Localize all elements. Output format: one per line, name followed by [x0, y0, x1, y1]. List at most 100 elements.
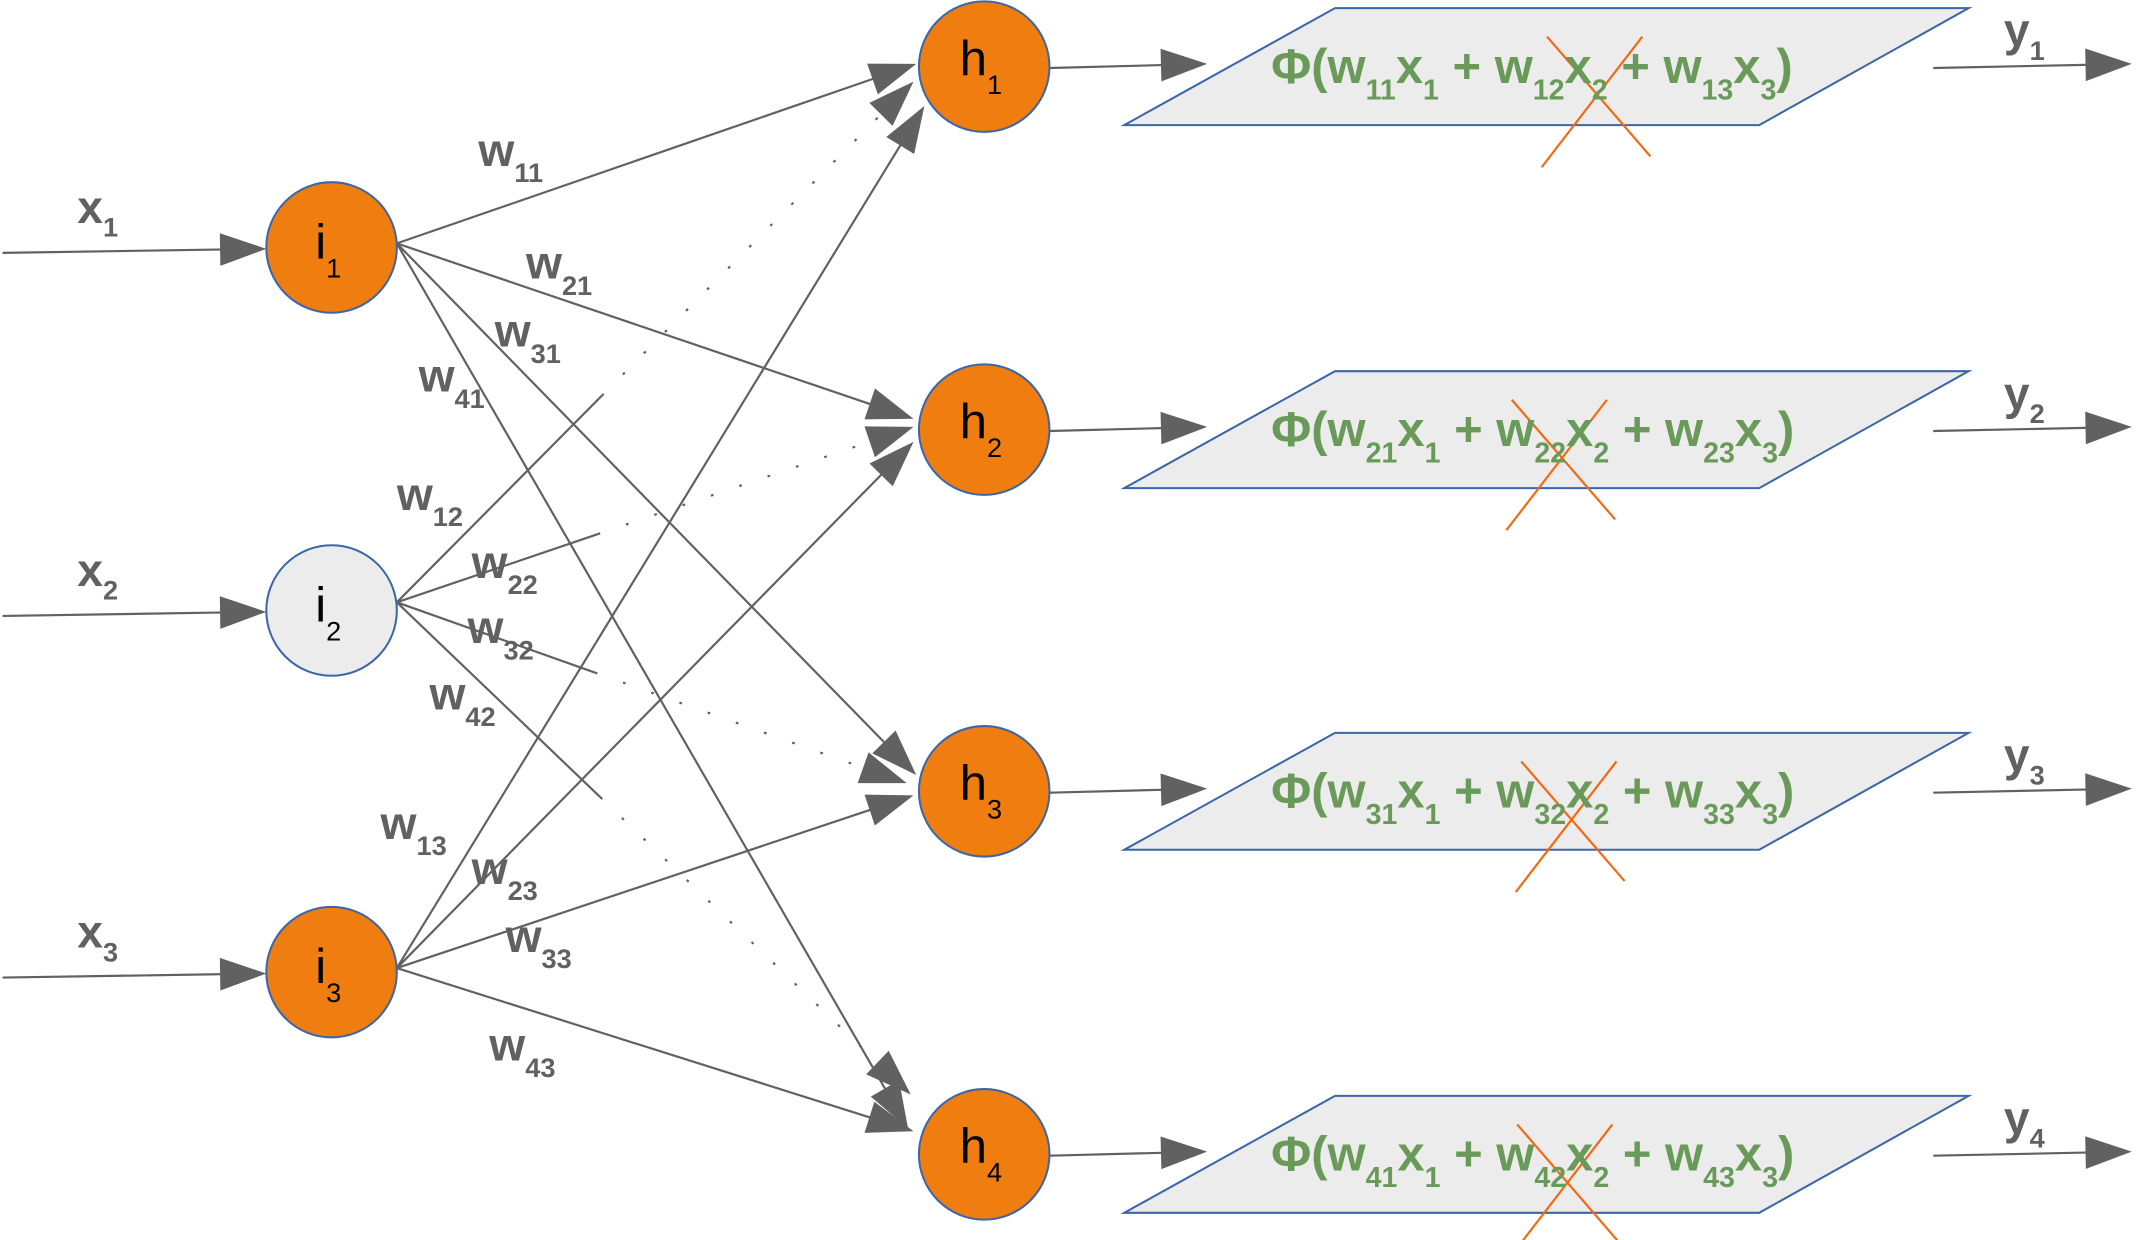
formula-s3: 12: [1533, 74, 1565, 106]
hidden-node: [917, 1088, 1051, 1221]
formula-plus1: +: [1441, 765, 1497, 819]
formula-close: ): [1778, 765, 1794, 819]
weight-label-w41-main: w: [418, 350, 456, 402]
weight-label-w31-main: w: [494, 305, 532, 357]
weight-edge-w13: [395, 140, 905, 969]
weight-label-w23-subscript: 23: [508, 875, 538, 906]
arrowhead-icon: [1160, 773, 1208, 807]
weight-label-w33: w33: [505, 910, 572, 974]
formula-close: ): [1778, 403, 1794, 457]
weight-label-w32: w32: [467, 601, 534, 665]
formula-s5: 13: [1702, 74, 1734, 106]
weight-label-w13-main: w: [380, 797, 418, 849]
activation-box: [1120, 7, 1973, 127]
weight-label-w21-main: w: [525, 237, 563, 289]
arrowhead-icon: [857, 752, 907, 784]
input-label-x2-main: x: [77, 544, 103, 596]
formula-t4: x: [1566, 403, 1593, 457]
input-label-x2-subscript: 2: [103, 575, 118, 606]
weight-label-w13-subscript: 13: [416, 830, 446, 861]
weight-label-w12-subscript: 12: [433, 501, 463, 532]
input-node-label-i3-subscript: 3: [326, 977, 341, 1008]
formula-t1: w: [1327, 765, 1367, 819]
weight-label-w43: w43: [488, 1019, 555, 1083]
formula-s6: 3: [1762, 1162, 1778, 1194]
arrowhead-icon: [864, 426, 914, 458]
output-label-y4-subscript: 4: [2030, 1123, 2045, 1154]
dropout-cross-icon: [1516, 1123, 1619, 1240]
weight-label-w21-subscript: 21: [562, 270, 592, 301]
activation-formula: Φ(w21x1 + w22x2 + w23x3): [1271, 403, 1794, 469]
weight-label-w33-subscript: 33: [542, 943, 572, 974]
formula-phi: Φ(: [1271, 40, 1328, 94]
formula-s3: 32: [1534, 799, 1566, 831]
arrowhead-icon: [866, 1050, 911, 1095]
input-label-x1: x1: [77, 181, 118, 243]
input-label-x3-subscript: 3: [103, 936, 118, 967]
formula-s1: 41: [1366, 1162, 1398, 1194]
arrowhead-icon: [867, 63, 917, 95]
hidden-node-label-h1-subscript: 1: [987, 69, 1002, 100]
formula-t1: w: [1327, 40, 1367, 94]
formula-t2: x: [1396, 40, 1423, 94]
weight-label-w32-subscript: 32: [503, 634, 533, 665]
arrowhead-icon: [2085, 48, 2132, 82]
arrowhead-icon: [869, 441, 914, 487]
formula-s3: 42: [1534, 1162, 1566, 1194]
formula-close: ): [1776, 40, 1792, 94]
output-arrow: [1933, 426, 2091, 433]
weight-edge-w31: [396, 242, 889, 747]
weight-edge-w21: [396, 242, 876, 407]
formula-s1: 31: [1366, 799, 1398, 831]
arrowhead-icon: [219, 957, 267, 991]
weight-label-w31-subscript: 31: [531, 338, 561, 369]
formula-s2: 1: [1423, 74, 1439, 106]
weight-edge-w22-dotted: [597, 439, 876, 536]
input-label-x1-main: x: [77, 181, 103, 233]
hidden-to-activation-arrow: [1049, 1151, 1167, 1157]
weight-label-w32-main: w: [467, 601, 505, 653]
formula-s5: 43: [1703, 1162, 1735, 1194]
formula-plus1: +: [1441, 403, 1497, 457]
dropout-cross-icon: [1521, 1123, 1614, 1240]
arrowhead-icon: [870, 1080, 909, 1129]
weight-edge-w22: [396, 533, 598, 604]
weight-edge-w42: [396, 601, 602, 798]
weight-label-w43-main: w: [488, 1019, 526, 1071]
formula-plus2: +: [1608, 40, 1664, 94]
arrowhead-icon: [864, 1101, 914, 1133]
formula-close: ): [1778, 1128, 1794, 1182]
formula-t2: x: [1397, 765, 1424, 819]
weight-label-w22: w22: [471, 536, 538, 600]
weight-label-w31: w31: [494, 305, 561, 369]
hidden-to-activation-arrow: [1049, 63, 1167, 70]
hidden-node-label-h4-subscript: 4: [987, 1157, 1002, 1188]
formula-t1: w: [1327, 403, 1367, 457]
formula-s1: 21: [1366, 437, 1398, 469]
arrowhead-icon: [1160, 411, 1208, 445]
formula-s5: 23: [1703, 437, 1735, 469]
arrowhead-icon: [869, 81, 914, 126]
formula-t3: w: [1495, 765, 1535, 819]
formula-t6: x: [1735, 403, 1762, 457]
formula-t6: x: [1735, 1128, 1762, 1182]
dropout-cross-icon: [1540, 36, 1644, 168]
arrowhead-icon: [1160, 1136, 1208, 1170]
formula-s2: 1: [1425, 437, 1441, 469]
formula-s6: 3: [1761, 74, 1777, 106]
hidden-to-activation-arrow: [1049, 788, 1167, 794]
weight-label-w41-subscript: 41: [455, 383, 485, 414]
weight-edge-w11: [396, 76, 879, 245]
formula-t3: w: [1495, 403, 1535, 457]
formula-t6: x: [1735, 765, 1762, 819]
output-label-y1-subscript: 1: [2030, 35, 2045, 66]
arrowhead-icon: [864, 388, 914, 420]
formula-plus1: +: [1439, 40, 1495, 94]
formula-t2: x: [1397, 1128, 1424, 1182]
formula-plus2: +: [1609, 403, 1665, 457]
dropout-cross-icon: [1510, 399, 1616, 521]
arrowhead-icon: [2085, 1136, 2132, 1169]
input-node-label-i2-main: i: [315, 578, 326, 632]
arrowhead-icon: [219, 596, 267, 629]
formula-t5: w: [1662, 40, 1702, 94]
